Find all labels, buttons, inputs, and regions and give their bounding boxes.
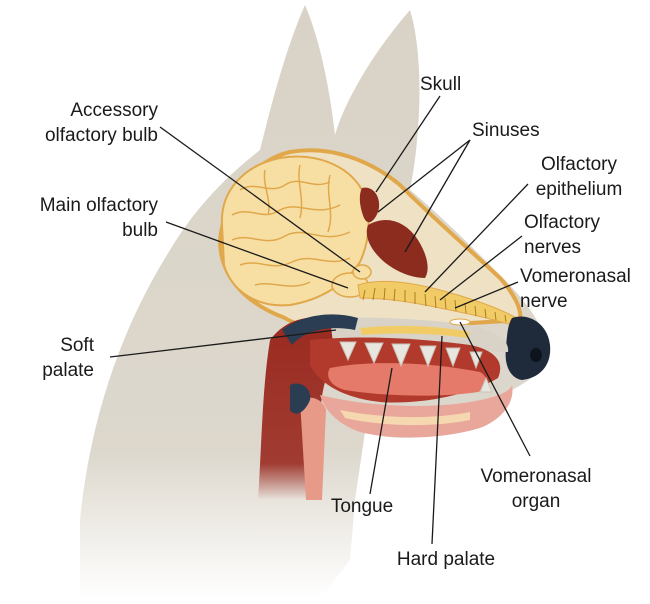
leader-main-bulb [165,221,349,289]
nose [505,316,551,380]
leader-accessory [159,126,361,273]
tongue-shape [328,363,487,396]
label-olfactory-epithelium: Olfactory epithelium [535,154,623,200]
label-vomeronasal-organ: Vomeronasal organ [480,466,592,512]
accessory-olfactory-bulb [352,264,372,280]
lower-jaw [320,385,513,438]
nostril [530,348,542,362]
hard-palate [360,325,470,338]
leader-lines [109,95,531,545]
leader-olf-nerves [439,235,523,301]
teeth [339,341,493,393]
brain-folds [231,164,351,287]
label-vomeronasal-nerve: Vomeronasal nerve [520,266,631,312]
label-main-olfactory-bulb: Main olfactory bulb [39,195,158,241]
leader-tongue [369,367,393,495]
leader-vomeronasal-organ [459,321,531,457]
leader-hard-palate [431,335,443,545]
label-sinuses: Sinuses [472,120,540,141]
trachea [300,397,326,500]
frontal-sinus-lower [366,220,428,278]
soft-palate-region [282,314,358,345]
frontal-sinus-upper [359,187,380,223]
label-tongue: Tongue [330,496,394,517]
leader-vomeronasal-nerve [454,281,519,309]
leader-sinuses-2 [404,139,471,253]
leader-soft-palate [109,329,337,358]
label-olfactory-nerves: Olfactory nerves [524,212,601,258]
leader-sinuses-1 [377,139,471,213]
leader-skull [375,95,441,193]
label-hard-palate: Hard palate [396,549,496,570]
leader-epithelium [424,183,529,293]
label-skull: Skull [420,74,462,95]
turbinate-fringe [362,287,507,323]
label-soft-palate: Soft palate [42,335,94,381]
label-accessory-olfactory-bulb: Accessory olfactory bulb [44,100,158,146]
epiglottis-shape [290,383,311,414]
